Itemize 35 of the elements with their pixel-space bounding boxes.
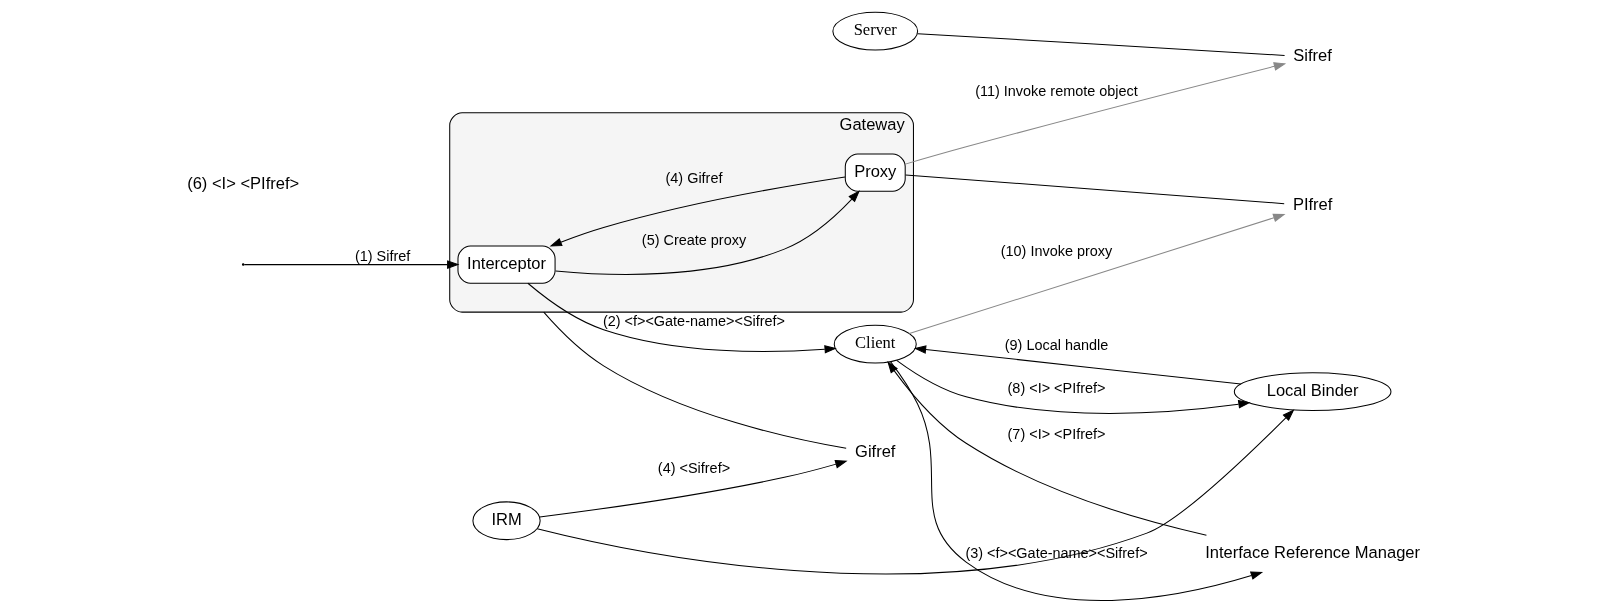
node-box: Interceptor <box>456 245 556 284</box>
edge-label: (1) Sifref <box>354 247 410 264</box>
node-ellipse: IRM <box>471 501 541 541</box>
arrow <box>554 190 860 275</box>
node-text: Sifref <box>1292 45 1332 65</box>
edge-label: (9) Local handle <box>1004 336 1108 353</box>
node-ellipse: Server <box>831 11 918 51</box>
arrow <box>243 260 459 269</box>
edge-label: (7) <I> <PIfref> <box>1007 426 1105 443</box>
arrow <box>913 345 1241 385</box>
label: (6) <I> <PIfref> <box>186 174 299 194</box>
arrow <box>536 409 1294 575</box>
edge-label: (10) Invoke proxy <box>1000 242 1112 259</box>
arrow <box>889 361 1263 601</box>
arrow <box>895 359 1251 414</box>
arrow <box>538 460 848 518</box>
arrow <box>526 282 837 354</box>
node-text: Interface Reference Manager <box>1204 542 1420 562</box>
arrow <box>549 176 845 247</box>
connector <box>916 33 1285 56</box>
node-ellipse: Client <box>833 324 917 364</box>
node-box: Proxy <box>844 153 906 192</box>
edge-label: (4) <Sifref> <box>657 460 730 477</box>
edge-label: (8) <I> <PIfref> <box>1007 379 1105 396</box>
node-text: PIfref <box>1292 194 1332 214</box>
connector <box>904 174 1285 205</box>
connector <box>542 311 847 449</box>
arrow <box>886 360 1207 536</box>
edge-label: (2) <f><Gate-name><Sifref> <box>602 312 785 329</box>
arrow <box>904 62 1286 165</box>
edge-label: (11) Invoke remote object <box>974 83 1138 100</box>
edge-label: (4) Gifref <box>665 170 722 187</box>
node-text: Gifref <box>854 441 895 461</box>
arrow <box>908 213 1285 335</box>
edge-label: (5) Create proxy <box>641 232 746 249</box>
